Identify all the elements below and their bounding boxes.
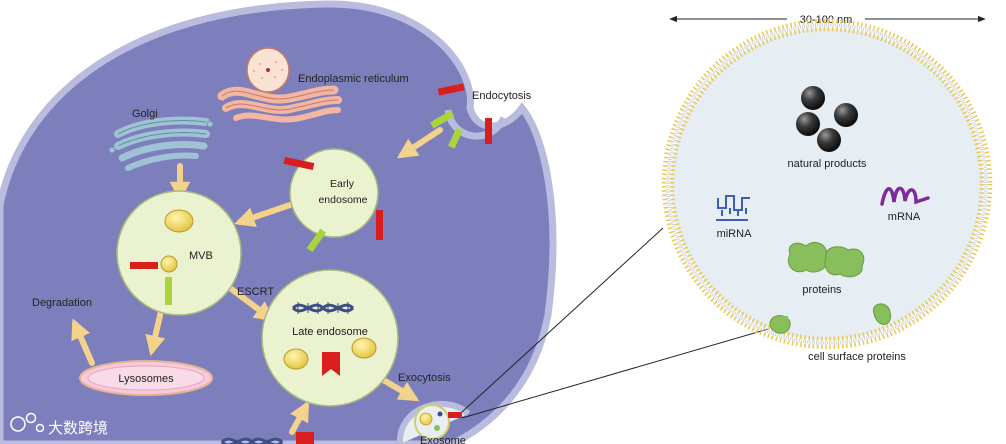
zoom-connector-lines: [461, 227, 783, 419]
watermark: 大数跨境: [10, 412, 108, 437]
lipid-bilayer-outer: [661, 18, 993, 350]
receptor-red-surface: [437, 83, 465, 96]
escrt-label: ESCRT: [237, 286, 274, 298]
early-endosome-label-line1: Early: [330, 178, 355, 190]
lysosomes: [79, 360, 213, 396]
bottom-dna-fragment: [220, 432, 314, 444]
intraluminal-vesicle: [164, 209, 194, 233]
endoplasmic-reticulum-label: Endoplasmic reticulum: [298, 73, 409, 85]
protein-marker-icon: [322, 352, 340, 376]
arrow-lysosomes-to-degradation: [71, 318, 95, 366]
lysosomes-label: Lysosomes: [118, 373, 174, 385]
exocytosis-label: Exocytosis: [398, 372, 451, 384]
exosome-label: Exosome: [420, 435, 466, 444]
mrna-icon: [880, 186, 930, 206]
secreted-exosome: [397, 401, 471, 444]
natural-products-label: natural products: [788, 158, 867, 170]
size-scale-label: 30-100 nm: [800, 14, 853, 26]
early-endosome-label-line2: endosome: [318, 194, 367, 206]
mvb-label: MVB: [189, 250, 213, 262]
arrow-endocytosis-to-early: [396, 127, 443, 159]
exosome-detail: [661, 18, 993, 350]
arrow-bottom-to-late: [289, 400, 309, 435]
endoplasmic-reticulum: [217, 47, 342, 123]
receptor-green-pit: [430, 110, 455, 129]
proteins-icon: [788, 242, 865, 278]
mirna-label: miRNA: [717, 228, 752, 240]
cell: [0, 0, 557, 444]
mvb: [116, 190, 242, 316]
golgi-label: Golgi: [132, 108, 158, 120]
mrna-label: mRNA: [888, 211, 921, 223]
degradation-label: Degradation: [32, 297, 92, 309]
arrow-mvb-to-lysosomes: [145, 304, 166, 356]
endocytosis-receptors: [430, 83, 492, 149]
receptor-green-pit-2: [448, 127, 463, 149]
mirna-icon: [716, 195, 750, 221]
cell-surface-proteins-label: cell surface proteins: [808, 351, 906, 363]
dna-helix-icon: [291, 302, 355, 314]
cell-membrane: [0, 0, 557, 444]
proteins-label: proteins: [802, 284, 842, 296]
surface-proteins: [769, 303, 892, 334]
natural-products-icon: [796, 86, 858, 152]
early-endosome: [283, 148, 383, 253]
arrow-early-to-mvb: [234, 202, 293, 228]
late-endosome-label: Late endosome: [292, 326, 368, 338]
lipid-bilayer-inner: [669, 26, 985, 342]
arrow-late-to-exocytosis: [377, 375, 420, 402]
endocytosis-label: Endocytosis: [472, 90, 532, 102]
exosome-lumen: [671, 28, 983, 340]
watermark-text: 大数跨境: [48, 419, 108, 437]
watermark-logo-icon: [10, 412, 45, 433]
golgi-apparatus: [108, 116, 214, 171]
receptor-red-pit: [485, 118, 492, 144]
late-endosome: [261, 269, 399, 407]
